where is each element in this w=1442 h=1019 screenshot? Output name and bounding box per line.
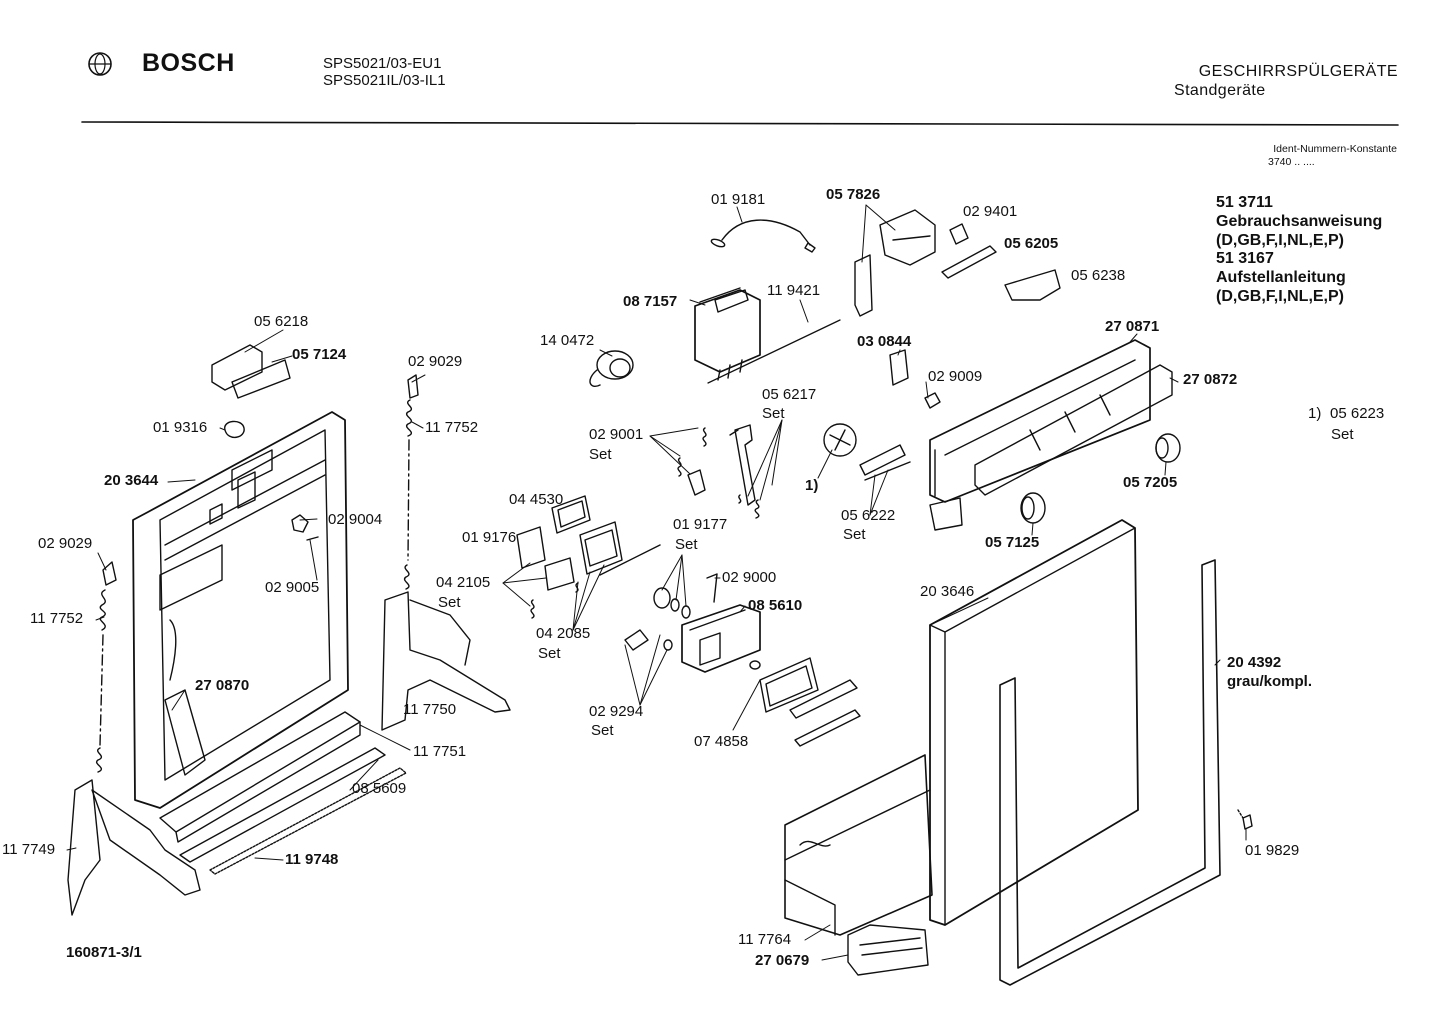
part-label: 27 0871	[1105, 318, 1160, 335]
ident-value: 3740 .. ....	[1268, 156, 1315, 168]
part-label: 05 6217	[762, 386, 817, 403]
doc-line-6: (D,GB,F,I,NL,E,P)	[1216, 288, 1344, 305]
part-label: 02 9294	[589, 703, 644, 720]
part-label: 05 7205	[1123, 474, 1178, 491]
part-label: grau/kompl.	[1227, 673, 1313, 690]
part-label: 05 6238	[1071, 267, 1126, 284]
part-label: 07 4858	[694, 733, 749, 750]
part-label: 08 5610	[748, 597, 803, 614]
part-label: 02 9001	[589, 426, 644, 443]
footnote-suffix: Set	[1331, 426, 1354, 443]
set-label: Set	[438, 594, 461, 611]
part-label: 05 7124	[292, 346, 347, 363]
part-label: 04 4530	[509, 491, 564, 508]
part-label: 01 9176	[462, 529, 517, 546]
part-label: 05 6205	[1004, 235, 1059, 252]
bosch-armature-logo-icon	[88, 52, 112, 76]
doc-line-4: 51 3167	[1216, 250, 1274, 267]
footnote-marker: 1)	[1308, 405, 1322, 422]
set-label: Set	[843, 526, 866, 543]
part-label: 1)	[805, 477, 819, 494]
part-label: 04 2085	[536, 625, 591, 642]
part-label: 20 3646	[920, 583, 975, 600]
ident-title: Ident-Nummern-Konstante	[1273, 143, 1397, 155]
part-label: 11 7764	[738, 931, 792, 948]
category-title: GESCHIRRSPÜLGERÄTE	[1198, 63, 1398, 80]
part-label: 02 9005	[265, 579, 320, 596]
part-label: 01 9181	[711, 191, 766, 208]
set-label: Set	[591, 722, 614, 739]
set-label: Set	[589, 446, 612, 463]
part-label: 02 9009	[928, 368, 983, 385]
part-label: 11 9421	[767, 282, 821, 299]
part-label: 11 9748	[285, 851, 339, 868]
brand-name: BOSCH	[142, 49, 235, 77]
part-label: 01 9316	[153, 419, 208, 436]
part-label: 02 9401	[963, 203, 1018, 220]
model-number-2: SPS5021IL/03-IL1	[323, 72, 446, 89]
part-label: 11 7752	[30, 610, 84, 627]
part-label: 02 9000	[722, 569, 777, 586]
part-label: 01 9829	[1245, 842, 1300, 859]
part-label: 08 5609	[352, 780, 407, 797]
part-label: 14 0472	[540, 332, 595, 349]
doc-line-2: Gebrauchsanweisung	[1216, 213, 1383, 230]
part-label: 01 9177	[673, 516, 728, 533]
part-label: 03 0844	[857, 333, 912, 350]
part-label: 05 7826	[826, 186, 881, 203]
set-label: Set	[675, 536, 698, 553]
drawing-number: 160871-3/1	[66, 944, 142, 961]
part-label: 20 3644	[104, 472, 159, 489]
doc-line-3: (D,GB,F,I,NL,E,P)	[1216, 232, 1344, 249]
part-label: 20 4392	[1227, 654, 1282, 671]
part-label: 11 7752	[425, 419, 479, 436]
part-label: 27 0872	[1183, 371, 1238, 388]
part-label: 11 7749	[2, 841, 56, 858]
part-label: 11 7750	[403, 701, 457, 718]
set-label: Set	[762, 405, 785, 422]
subcategory-title: Standgeräte	[1174, 82, 1266, 99]
part-label: 02 9029	[408, 353, 463, 370]
part-label: 02 9029	[38, 535, 93, 552]
doc-line-5: Aufstellanleitung	[1216, 269, 1346, 286]
part-label: 27 0870	[195, 677, 250, 694]
set-label: Set	[538, 645, 561, 662]
part-label: 04 2105	[436, 574, 491, 591]
part-label: 05 6222	[841, 507, 896, 524]
part-label: 11 7751	[413, 743, 467, 760]
part-label: 08 7157	[623, 293, 678, 310]
part-label: 05 7125	[985, 534, 1040, 551]
model-number-1: SPS5021/03-EU1	[323, 55, 442, 72]
footnote-part: 05 6223	[1330, 405, 1385, 422]
part-label: 27 0679	[755, 952, 810, 969]
part-label: 02 9004	[328, 511, 383, 528]
part-label: 05 6218	[254, 313, 309, 330]
doc-line-1: 51 3711	[1216, 194, 1273, 211]
